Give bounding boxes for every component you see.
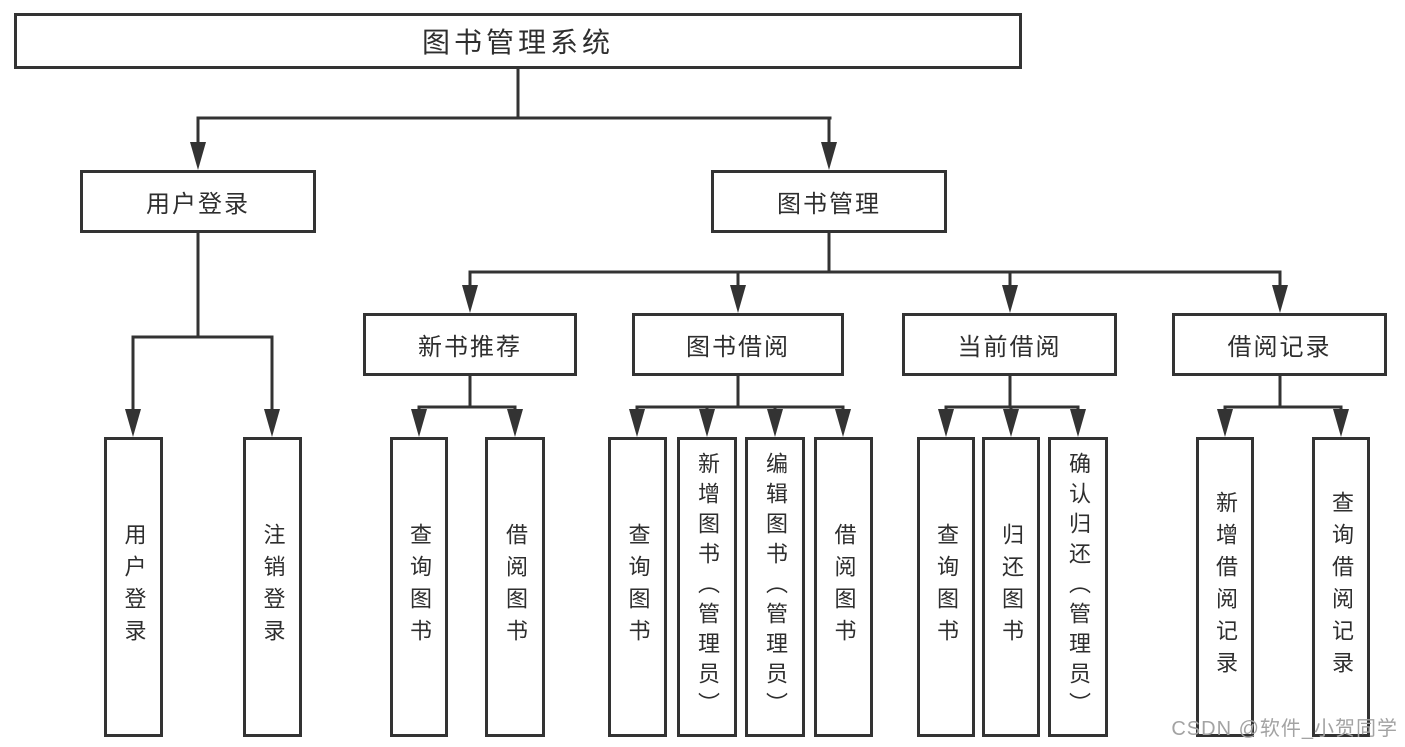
node-query-book-current: 查询图书 — [917, 437, 975, 737]
node-query-book-borrow: 查询图书 — [608, 437, 667, 737]
node-book-management: 图书管理 — [711, 170, 947, 233]
node-confirm-return-admin: 确认归还（管理员） — [1048, 437, 1108, 737]
node-add-borrow-record-label: 新增借阅记录 — [1213, 491, 1238, 683]
node-borrow-book-borrow-label: 借阅图书 — [831, 523, 857, 651]
node-query-book-newbook: 查询图书 — [390, 437, 448, 737]
node-current-borrow: 当前借阅 — [902, 313, 1117, 376]
node-return-book: 归还图书 — [982, 437, 1040, 737]
node-query-borrow-record: 查询借阅记录 — [1312, 437, 1370, 737]
node-add-book-admin-label: 新增图书（管理员） — [695, 452, 720, 722]
node-borrow-book-borrow: 借阅图书 — [814, 437, 873, 737]
node-book-borrow: 图书借阅 — [632, 313, 844, 376]
node-new-book-recommend: 新书推荐 — [363, 313, 577, 376]
node-add-borrow-record: 新增借阅记录 — [1196, 437, 1254, 737]
node-root: 图书管理系统 — [14, 13, 1022, 69]
node-query-book-borrow-label: 查询图书 — [625, 523, 651, 651]
node-edit-book-admin: 编辑图书（管理员） — [745, 437, 805, 737]
node-user-login: 用户登录 — [80, 170, 316, 233]
node-add-book-admin: 新增图书（管理员） — [677, 437, 737, 737]
node-query-book-current-label: 查询图书 — [934, 523, 959, 651]
csdn-watermark: CSDN @软件_小贺同学 — [1171, 718, 1398, 740]
node-borrow-record: 借阅记录 — [1172, 313, 1387, 376]
node-logout: 注销登录 — [243, 437, 302, 737]
node-return-book-label: 归还图书 — [999, 523, 1024, 651]
node-query-borrow-record-label: 查询借阅记录 — [1329, 491, 1354, 683]
node-login-label: 用户登录 — [121, 523, 147, 651]
node-login: 用户登录 — [104, 437, 163, 737]
node-confirm-return-admin-label: 确认归还（管理员） — [1066, 452, 1091, 722]
node-borrow-book-newbook: 借阅图书 — [485, 437, 545, 737]
node-edit-book-admin-label: 编辑图书（管理员） — [763, 452, 788, 722]
node-logout-label: 注销登录 — [260, 523, 286, 651]
node-borrow-book-newbook-label: 借阅图书 — [503, 523, 528, 651]
node-query-book-newbook-label: 查询图书 — [407, 523, 432, 651]
